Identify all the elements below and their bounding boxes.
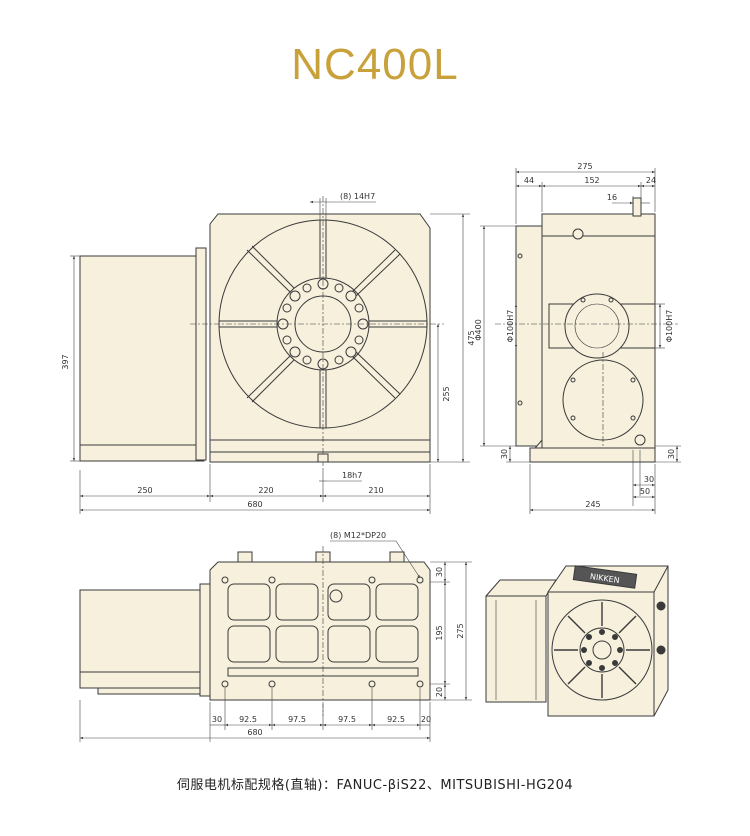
side-dim-275: 275	[577, 162, 592, 171]
top-dim-97-5-a: 97.5	[288, 715, 306, 724]
iso-bolt-holes	[581, 629, 623, 671]
side-view	[495, 197, 678, 463]
top-dim-92-5-b: 92.5	[387, 715, 405, 724]
side-dim-30-left: 30	[500, 449, 509, 459]
side-dim-152: 152	[584, 176, 599, 185]
front-view	[79, 196, 444, 470]
front-dim-18h7: 18h7	[342, 471, 362, 480]
top-view	[79, 546, 431, 716]
iso-brand-plate	[572, 565, 638, 589]
top-dim-20-side: 20	[435, 687, 444, 697]
servo-motor-spec-note: 伺服电机标配规格(直轴)：FANUC-βiS22、MITSUBISHI-HG20…	[176, 778, 574, 793]
product-title: NC400L	[291, 40, 459, 89]
top-dim-97-5-b: 97.5	[338, 715, 356, 724]
top-motor-housing	[79, 589, 209, 689]
side-dim-24: 24	[646, 176, 656, 185]
side-bore-circle	[564, 293, 630, 359]
top-dim-195: 195	[435, 625, 444, 640]
side-dimension-labels: 275 44 152 24 16 Φ400 Φ100H7 Φ100H7 30 3…	[474, 162, 676, 509]
side-dim-44: 44	[524, 176, 534, 185]
front-dim-680: 680	[247, 500, 262, 509]
front-dim-255: 255	[442, 386, 451, 401]
side-dim-phi100h7-right: Φ100H7	[665, 310, 674, 343]
front-dim-397: 397	[61, 354, 70, 369]
top-dimension-labels: (8) M12*DP20 30 92.5 97.5 97.5 92.5 20 6…	[212, 531, 465, 737]
top-mount-holes	[221, 576, 424, 688]
iso-motor-housing	[485, 579, 557, 703]
top-dimensions	[79, 540, 472, 742]
side-dim-245: 245	[585, 500, 600, 509]
top-dim-20-bottom: 20	[421, 715, 431, 724]
side-dimensions	[480, 168, 681, 514]
front-dim-250: 250	[137, 486, 152, 495]
front-dim-210: 210	[368, 486, 383, 495]
top-dim-92-5-a: 92.5	[239, 715, 257, 724]
side-dim-phi400: Φ400	[474, 319, 483, 341]
side-flange	[515, 225, 543, 447]
side-dim-16: 16	[607, 193, 617, 202]
front-dimensions	[70, 198, 470, 514]
iso-main-body-side	[653, 565, 669, 717]
front-motor-housing	[79, 255, 205, 462]
top-dim-30-top: 30	[435, 567, 444, 577]
top-dim-275: 275	[456, 623, 465, 638]
top-dim-680: 680	[247, 728, 262, 737]
front-dim-475: 475	[467, 330, 476, 345]
front-dim-220: 220	[258, 486, 273, 495]
front-t-slots	[219, 220, 427, 428]
side-dim-30-mid: 30	[644, 475, 654, 484]
top-holes-callout: (8) M12*DP20	[330, 531, 386, 540]
top-dim-30: 30	[212, 715, 222, 724]
iso-view: NIKKEN	[485, 565, 669, 717]
iso-brand-label: NIKKEN	[589, 572, 620, 585]
front-dimension-labels: (8) 14H7 397 475 255 18h7 250 220 210 68…	[61, 192, 476, 509]
front-slot-callout: (8) 14H7	[340, 192, 375, 201]
side-dim-phi100h7-left: Φ100H7	[506, 310, 515, 343]
iso-t-slots	[554, 602, 650, 698]
side-dim-50: 50	[640, 487, 650, 496]
side-dim-30-right: 30	[667, 449, 676, 459]
